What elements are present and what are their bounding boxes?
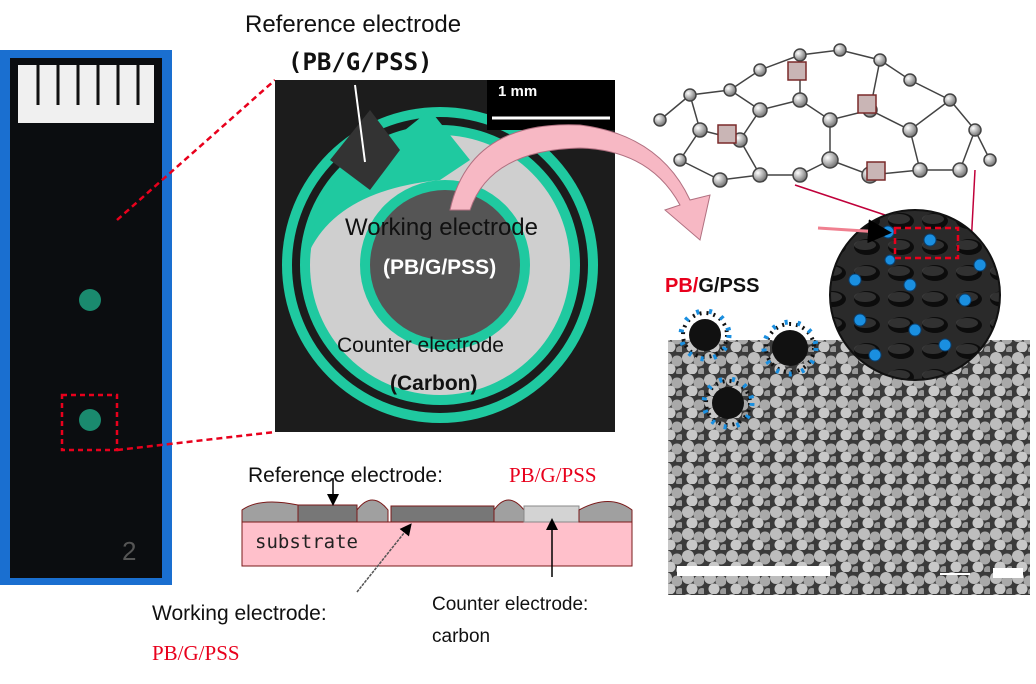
cross-section-diagram: substrate (241, 478, 633, 593)
scale-bar-box (487, 80, 615, 130)
counter-electrode-caption: Counter electrode: (432, 594, 588, 615)
electrode-dot (79, 409, 101, 431)
reference-electrode-material: (PB/G/PSS) (288, 48, 433, 76)
reference-electrode-title: Reference electrode (245, 11, 461, 38)
nanocomposite-label: PB/G/PSS (665, 275, 759, 297)
reference-electrode-area (330, 110, 400, 190)
working-electrode-caption-material: PB/G/PSS (152, 641, 240, 665)
electrode-photo: 1 mm Working electrode (PB/G/PSS) Counte… (275, 80, 615, 432)
reference-electrode-caption: Reference electrode: (248, 464, 443, 487)
sensor-strip-photo: 2 (0, 50, 172, 585)
counter-electrode-label: Counter electrode (337, 334, 504, 357)
working-electrode-area (370, 190, 520, 340)
substrate-label: substrate (255, 531, 358, 553)
electrode-dot (79, 289, 101, 311)
sem-image (668, 340, 1030, 595)
zoom-line (116, 430, 276, 452)
scale-bar-label: 1 mm (498, 83, 537, 100)
working-electrode-caption: Working electrode: (152, 602, 327, 625)
sem-scale-label (993, 568, 1023, 578)
working-electrode-material: (PB/G/PSS) (383, 256, 496, 279)
counter-electrode-caption-material: carbon (432, 626, 490, 647)
strip-number: 2 (122, 536, 136, 566)
zoom-line (116, 79, 276, 221)
pb-nanoparticle-illustration (678, 308, 819, 430)
working-layer (390, 505, 495, 523)
sem-info-bar (677, 566, 830, 576)
reference-layer (297, 504, 358, 523)
curved-arrow-icon (449, 124, 711, 241)
zoom-box (893, 226, 960, 260)
reference-electrode-caption-material: PB/G/PSS (509, 463, 597, 487)
counter-layer (523, 505, 580, 523)
magnified-surface (817, 209, 1001, 381)
working-electrode-label: Working electrode (345, 214, 538, 241)
reference-pointer (354, 84, 366, 163)
graphene-network-illustration (653, 43, 997, 188)
connector-pads (18, 65, 154, 123)
counter-electrode-material: (Carbon) (390, 372, 478, 395)
zoom-box (60, 393, 119, 452)
